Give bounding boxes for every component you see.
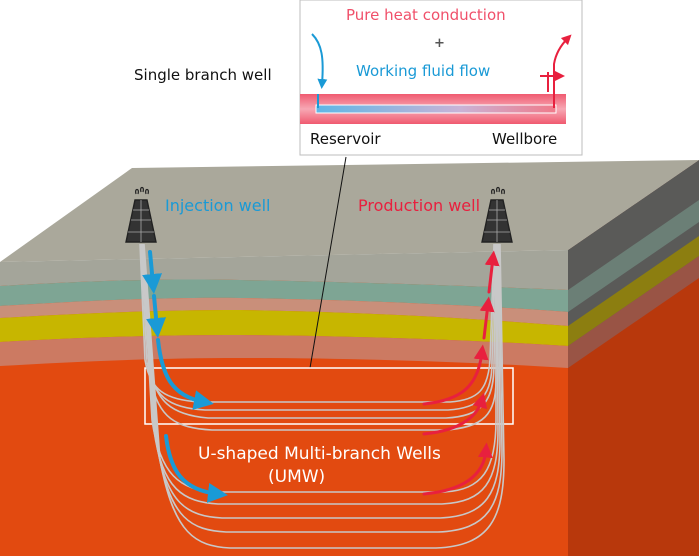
pure-heat-conduction-label: Pure heat conduction xyxy=(346,6,506,24)
ground-surface xyxy=(0,160,699,262)
production-well-label: Production well xyxy=(358,196,481,215)
single-branch-highlight-box xyxy=(144,367,514,425)
inset-red-arrow xyxy=(553,34,572,108)
inset-wellbore xyxy=(315,104,557,114)
reservoir-label: Reservoir xyxy=(310,130,381,148)
injection-well-label: Injection well xyxy=(165,196,271,215)
umw-title-line1: U-shaped Multi-branch Wells xyxy=(198,444,441,464)
production-derrick-icon xyxy=(481,186,513,243)
layer-yellow xyxy=(0,310,568,346)
callout-line xyxy=(309,156,347,369)
well-branches xyxy=(139,243,505,549)
side-green xyxy=(568,200,699,312)
layer-lower-pink xyxy=(0,335,568,368)
single-branch-well-label: Single branch well xyxy=(134,66,272,84)
injection-arrows xyxy=(142,250,228,503)
production-arrows xyxy=(422,250,500,496)
plus-sign: + xyxy=(434,36,445,51)
inset-graphic xyxy=(299,0,583,156)
side-pink xyxy=(568,256,699,368)
wellbore-label: Wellbore xyxy=(492,130,558,148)
side-yellow xyxy=(568,236,699,346)
inset-blue-arrow xyxy=(311,33,328,89)
working-fluid-flow-label: Working fluid flow xyxy=(356,62,491,80)
umw-title-line2: (UMW) xyxy=(268,467,326,487)
injection-derrick-icon xyxy=(125,186,157,243)
horizontal-flows xyxy=(220,404,412,498)
